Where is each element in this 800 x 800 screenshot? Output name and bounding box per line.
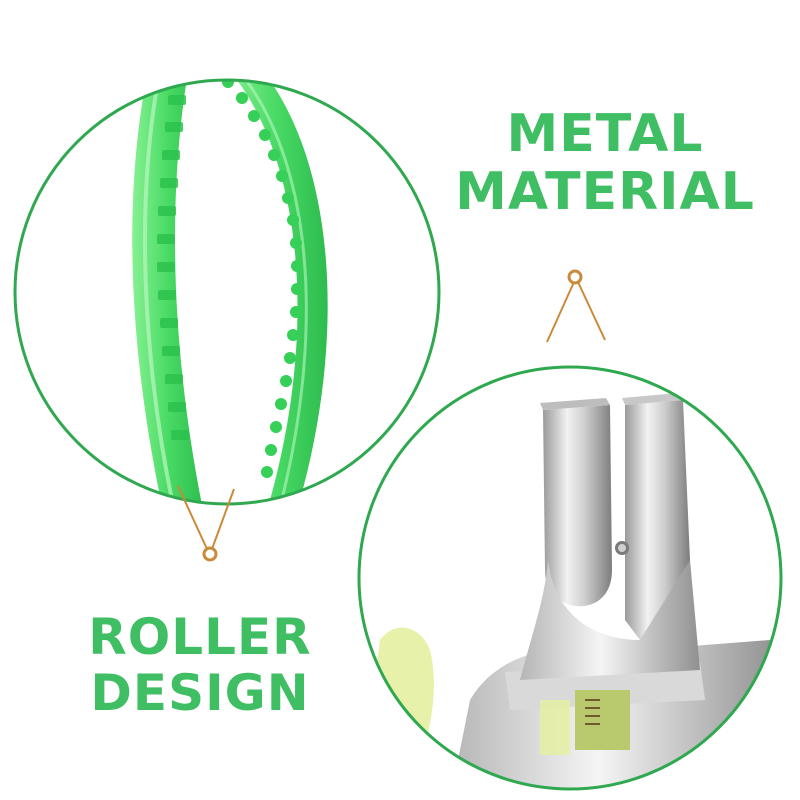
ring-node-icon [202, 546, 218, 562]
metal-material-headline: METAL MATERIAL [440, 108, 770, 218]
roller-headline-line1: ROLLER [88, 608, 312, 666]
roller-detail-circle [13, 78, 441, 506]
roller-connector-callout [177, 485, 235, 562]
roller-design-headline: ROLLER DESIGN [60, 612, 340, 718]
roller-headline-line2: DESIGN [90, 664, 310, 722]
metal-connector-callout [546, 269, 606, 343]
metal-headline-line2: MATERIAL [455, 162, 755, 222]
metal-detail-circle [357, 365, 783, 791]
ring-node-icon [567, 269, 583, 285]
metal-headline-line1: METAL [506, 104, 704, 164]
roller-closeup-photo [132, 80, 328, 504]
